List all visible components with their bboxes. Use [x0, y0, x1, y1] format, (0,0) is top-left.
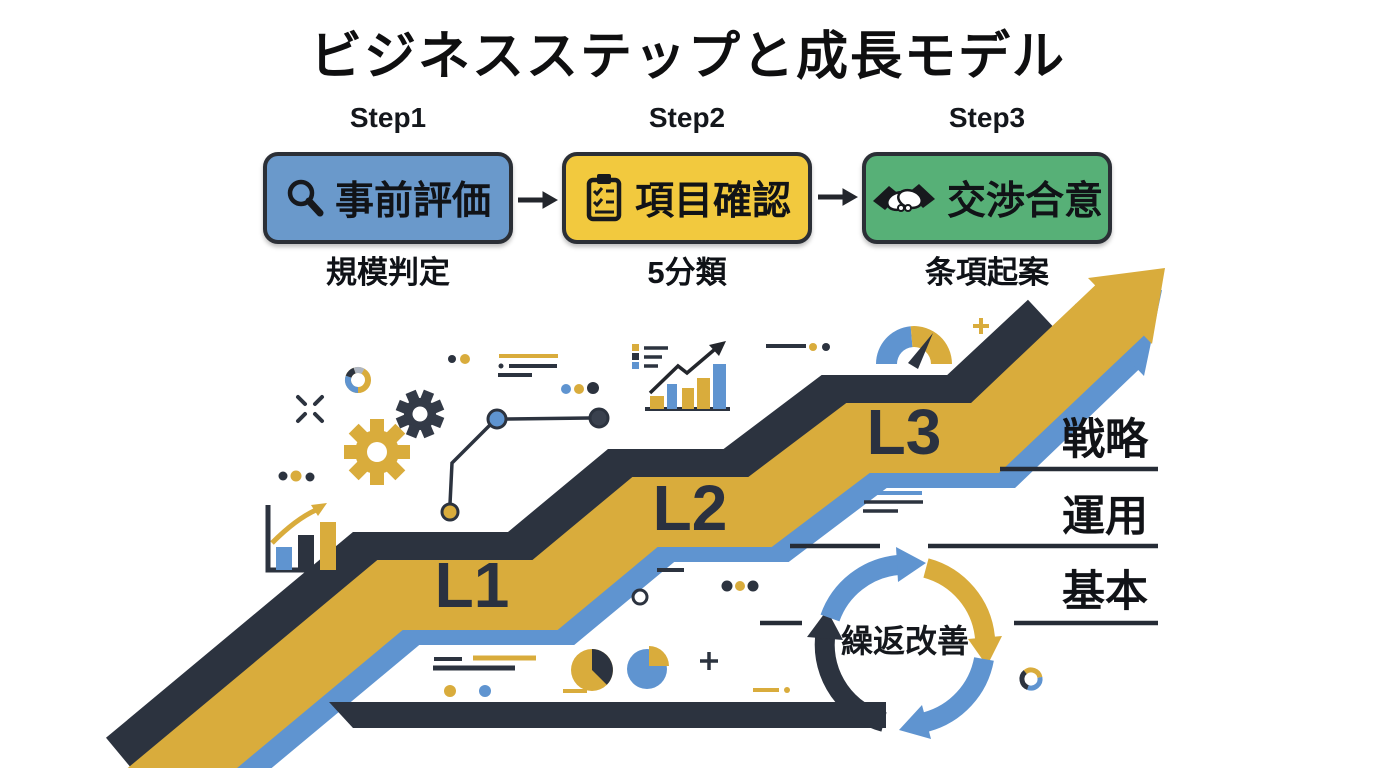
- tier-basic: 基本: [1062, 568, 1148, 616]
- step2-box: 項目確認: [562, 152, 812, 244]
- handshake-icon: [872, 184, 935, 212]
- line-dots: [766, 343, 830, 351]
- donut-chart-icon: [1019, 667, 1043, 691]
- node-link-icon: [440, 407, 610, 522]
- misc-marks: [433, 568, 790, 697]
- sparkle-icon: [296, 395, 324, 423]
- step3-sub-label: 条項起案: [925, 255, 1049, 290]
- text-lines: [448, 354, 599, 394]
- gear-icon: [344, 419, 410, 485]
- tier-rules: [760, 466, 1158, 626]
- cycle-label: 繰返改善: [840, 623, 969, 659]
- donut-chart-icon: [345, 367, 371, 393]
- baseline-bar: [329, 702, 886, 728]
- level-l2: L2: [652, 472, 728, 544]
- magnifier-icon: [287, 179, 324, 217]
- dot-row: [278, 470, 315, 482]
- trend-bar-chart-icon: [645, 341, 730, 411]
- level-l1: L1: [434, 549, 510, 621]
- gear-icon: [395, 389, 445, 439]
- plus-icon: [973, 318, 989, 334]
- clipboard-icon: [586, 174, 622, 222]
- step2-sub-label: 5分類: [647, 255, 727, 290]
- pie-chart-icon: [627, 646, 669, 689]
- cycle-arrows-icon: [807, 547, 1002, 739]
- plus-icon: [700, 652, 718, 670]
- yellow-arrowhead: [1088, 268, 1165, 344]
- staircase-dark-band: [105, 299, 1063, 768]
- growth-bar-chart-icon: [265, 503, 342, 573]
- step3-box: 交渉合意: [862, 152, 1112, 244]
- pie-chart-icon: [571, 649, 613, 691]
- step3-label: Step3: [948, 102, 1026, 133]
- list-icon: [632, 344, 668, 369]
- arrow-step1-step2: [518, 191, 559, 209]
- step1-label: Step1: [349, 102, 427, 133]
- step1-box: 事前評価: [263, 152, 513, 244]
- step1-sub-label: 規模判定: [326, 255, 450, 290]
- gauge-icon: [876, 326, 952, 369]
- step3-title: 交渉合意: [946, 180, 1103, 223]
- level-l3: L3: [866, 396, 942, 468]
- arrow-step2-step3: [818, 188, 859, 206]
- staircase-yellow-band: [127, 268, 1165, 768]
- step2-title: 項目確認: [634, 180, 791, 223]
- text-lines: [863, 491, 923, 513]
- step2-label: Step2: [648, 102, 726, 133]
- tier-strategy: 戦略: [1062, 416, 1148, 464]
- tier-operation: 運用: [1062, 493, 1148, 541]
- page-title: ビジネスステップと成長モデル: [309, 28, 1066, 86]
- step1-title: 事前評価: [334, 180, 491, 223]
